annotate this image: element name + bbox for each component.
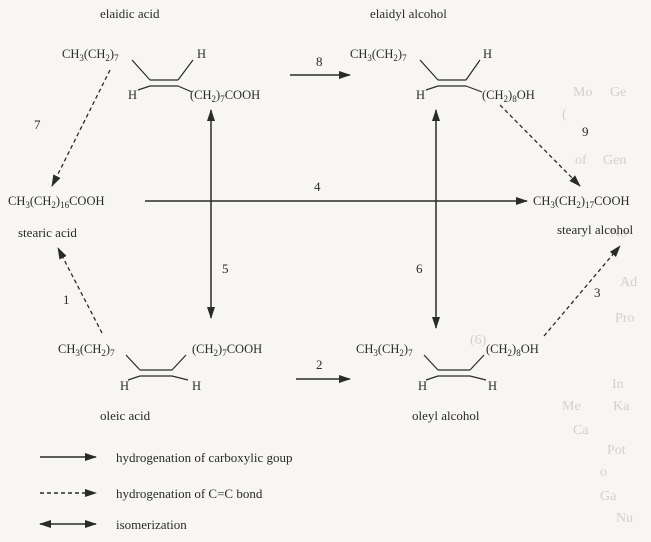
ghost-text: Gen <box>603 153 626 168</box>
elaidyl-alcohol: elaidyl alcohol CH3(CH2)7 H H (CH2)8OH <box>350 6 535 104</box>
ghost-text: Me <box>562 399 581 414</box>
arrow-reaction-7 <box>51 69 111 187</box>
oleic-acid-bonds <box>125 354 189 381</box>
ghost-text: Mo <box>573 85 592 100</box>
reaction-number-4: 4 <box>314 179 321 194</box>
reaction-number-8: 8 <box>316 54 323 69</box>
elaidic-acid: elaidic acid CH3(CH2)7 H H (CH2)7COOH <box>62 6 260 104</box>
ghost-text: Pro <box>615 311 634 326</box>
ghost-text: Nu <box>616 511 633 526</box>
oleic-acid-h-left: H <box>120 379 129 393</box>
oleyl-alcohol-label: oleyl alcohol <box>412 408 480 423</box>
oleic-acid-left-group: CH3(CH2)7 <box>58 342 115 358</box>
elaidic-acid-h-top: H <box>197 47 206 61</box>
oleyl-alcohol-bonds <box>423 354 487 381</box>
arrow-reaction-1 <box>57 247 103 334</box>
reaction-number-9: 9 <box>582 124 589 139</box>
ghost-text: Ca <box>573 423 589 438</box>
reaction-number-1: 1 <box>63 292 70 307</box>
arrow-reaction-3 <box>543 245 621 337</box>
elaidic-acid-left-group: CH3(CH2)7 <box>62 47 119 63</box>
oleyl-alcohol-h-left: H <box>418 379 427 393</box>
ghost-text: In <box>612 377 624 392</box>
ghost-text: o <box>600 465 607 480</box>
elaidyl-alcohol-right-group: (CH2)8OH <box>482 88 535 104</box>
reaction-number-3: 3 <box>594 285 601 300</box>
background-ghost-text: Mo Ge ( of Gen No Ad Pro (6) In Me Ka Ca… <box>470 85 637 526</box>
ghost-text: Ga <box>600 489 617 504</box>
reaction-number-6: 6 <box>416 261 423 276</box>
ghost-text: (6) <box>470 333 487 348</box>
oleic-acid: CH3(CH2)7 (CH2)7COOH H H oleic acid <box>58 342 262 423</box>
reaction-number-7: 7 <box>34 117 41 132</box>
stearyl-alcohol-label: stearyl alcohol <box>557 222 634 237</box>
elaidyl-alcohol-left-group: CH3(CH2)7 <box>350 47 407 63</box>
elaidyl-alcohol-bonds <box>419 59 483 93</box>
reaction-number-2: 2 <box>316 357 323 372</box>
stearyl-alcohol-formula: CH3(CH2)17COOH <box>533 194 630 210</box>
elaidic-acid-label: elaidic acid <box>100 6 160 21</box>
reaction-arrows <box>145 71 528 383</box>
elaidic-acid-bonds <box>131 59 194 93</box>
ghost-text: Ge <box>610 85 626 100</box>
stearyl-alcohol: CH3(CH2)17COOH stearyl alcohol <box>533 194 634 237</box>
elaidyl-alcohol-h-top: H <box>483 47 492 61</box>
reaction-numbers: 8 4 2 5 6 7 1 9 3 <box>34 54 601 372</box>
legend-double-label: isomerization <box>116 517 187 532</box>
ghost-text: No <box>610 226 627 241</box>
oleic-acid-h-right: H <box>192 379 201 393</box>
hydrogenation-arrows <box>51 69 621 337</box>
ghost-text: Ad <box>620 275 637 290</box>
elaidic-acid-right-group: (CH2)7COOH <box>190 88 260 104</box>
oleyl-alcohol-h-right: H <box>488 379 497 393</box>
stearic-acid: CH3(CH2)16COOH stearic acid <box>8 194 105 240</box>
reaction-number-5: 5 <box>222 261 229 276</box>
ghost-text: Ka <box>613 399 630 414</box>
elaidyl-alcohol-h-bottom: H <box>416 88 425 102</box>
oleyl-alcohol-left-group: CH3(CH2)7 <box>356 342 413 358</box>
oleic-acid-right-group: (CH2)7COOH <box>192 342 262 358</box>
stearic-acid-formula: CH3(CH2)16COOH <box>8 194 105 210</box>
legend-solid-label: hydrogenation of carboxylic goup <box>116 450 293 465</box>
oleyl-alcohol: CH3(CH2)7 (CH2)8OH H H oleyl alcohol <box>356 342 539 423</box>
ghost-text: Pot <box>607 443 626 458</box>
stearic-acid-label: stearic acid <box>18 225 77 240</box>
arrow-reaction-9 <box>499 104 581 187</box>
legend-dashed-label: hydrogenation of C=C bond <box>116 486 263 501</box>
legend: hydrogenation of carboxylic goup hydroge… <box>39 450 293 532</box>
oleic-acid-label: oleic acid <box>100 408 151 423</box>
elaidyl-alcohol-label: elaidyl alcohol <box>370 6 447 21</box>
ghost-text: ( <box>562 107 567 122</box>
ghost-text: of <box>575 153 587 168</box>
oleyl-alcohol-right-group: (CH2)8OH <box>486 342 539 358</box>
elaidic-acid-h-bottom: H <box>128 88 137 102</box>
